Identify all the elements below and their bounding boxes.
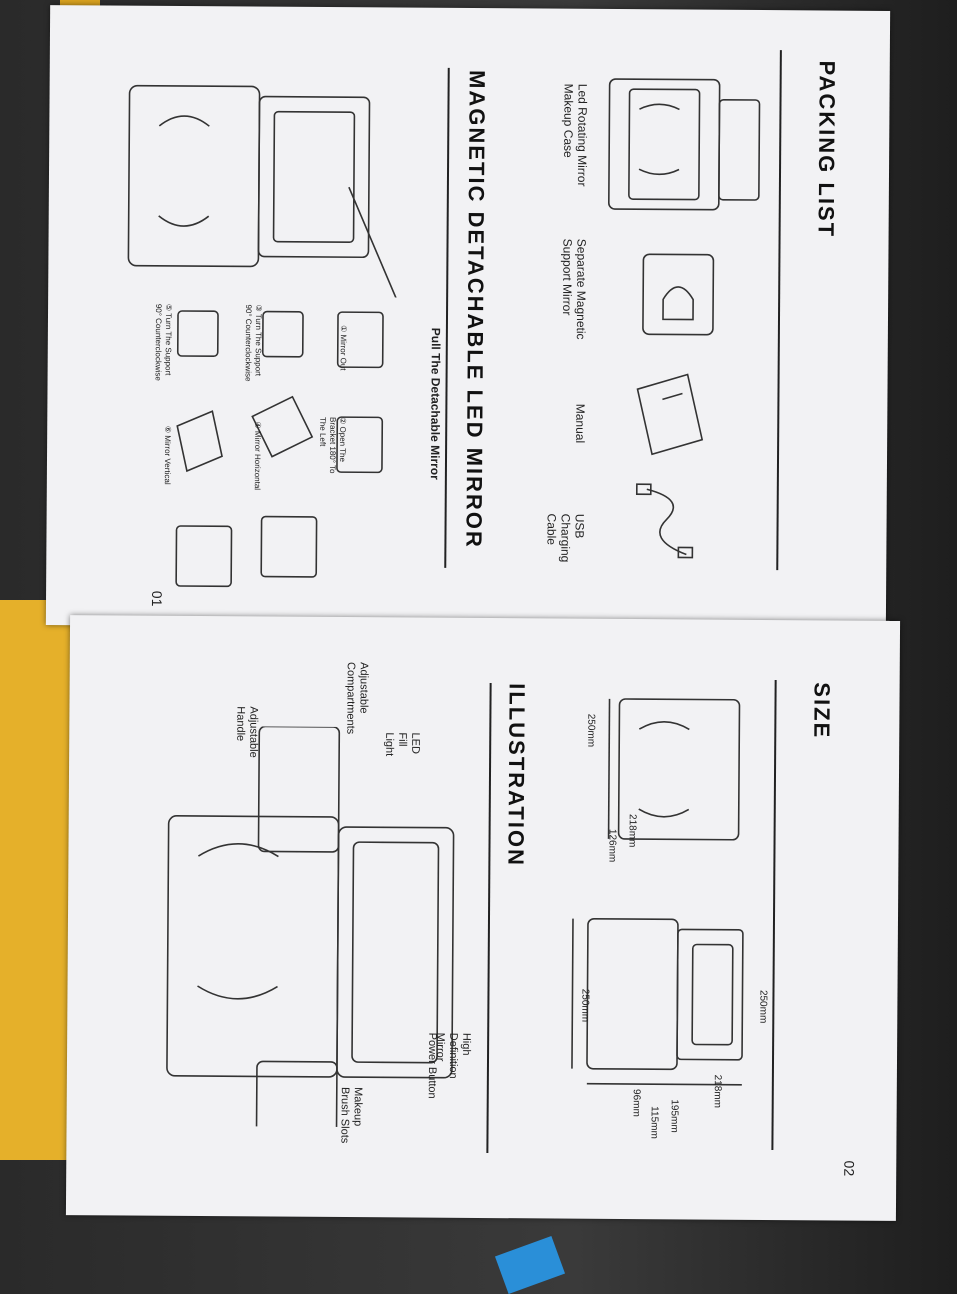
open-d1: 195mm	[668, 1099, 680, 1133]
step-5: ⑤ Turn The Support 90° Counterclockwise	[153, 303, 174, 381]
packing-list-rule	[776, 50, 782, 571]
illustration-case-diagram	[166, 725, 455, 1129]
detachable-rule	[444, 67, 450, 568]
blue-object	[494, 1235, 566, 1294]
callout-led-fill-light: LED Fill Light	[383, 732, 422, 757]
callout-compartments: Adjustable Compartments	[344, 662, 370, 735]
step-4: ④ Mirror Horizontal	[252, 421, 263, 491]
pull-mirror-title: Pull The Detachable Mirror	[427, 327, 443, 480]
packing-list-title: PACKING LIST	[813, 60, 840, 239]
open-side: 218mm	[711, 1074, 723, 1109]
packing-item-support-mirror: Separate Magnetic Support Mirror	[560, 238, 589, 340]
open-top: 250mm	[757, 989, 769, 1024]
callout-hd-mirror: High Definition Mirror	[433, 1032, 473, 1079]
size-title: SIZE	[809, 682, 835, 740]
usb-cable-illustration	[635, 483, 694, 559]
open-bottom: 250mm	[579, 988, 591, 1023]
page-number-1: 01	[148, 590, 166, 607]
closed-width: 250mm	[585, 713, 597, 748]
closed-height: 126mm	[606, 828, 618, 863]
size-rule	[771, 680, 777, 1151]
packing-item-usb-cable: USB Charging Cable	[544, 513, 587, 563]
page-number-2: 02	[841, 1160, 858, 1177]
step-6: ⑥ Mirror Vertical	[162, 425, 173, 485]
open-case-illustration	[127, 84, 414, 298]
step-3: ③ Turn The Support 90° Counterclockwise	[243, 304, 264, 382]
illustration-title: ILLUSTRATION	[503, 683, 530, 868]
closed-case-dimension-diagram	[607, 698, 741, 841]
packing-item-case: Led Rotating Mirror Makeup Case	[561, 83, 590, 187]
detachable-mirror-title: MAGNETIC DETACHABLE LED MIRROR	[461, 69, 490, 549]
packing-item-manual: Manual	[573, 403, 588, 444]
callout-power-button: Power Button	[425, 1032, 439, 1099]
manual-illustration	[636, 373, 704, 456]
makeup-case-illustration	[608, 78, 761, 211]
callout-handle: Adjustable Handle	[234, 706, 260, 758]
support-mirror-illustration	[642, 253, 715, 336]
manual-page-1: PACKING LIST Led Rotating Mirror Makeup …	[45, 5, 891, 631]
manual-page-2: SIZE 250mm 126mm 218mm 250mm 218mm 195mm…	[65, 615, 901, 1221]
open-d2: 115mm	[648, 1106, 660, 1139]
manual-booklet: PACKING LIST Led Rotating Mirror Makeup …	[38, 0, 901, 1221]
steps-illustrations	[175, 310, 384, 588]
callout-brush-slots: Makeup Brush Slots	[338, 1086, 364, 1144]
open-case-dimension-diagram	[571, 917, 744, 1086]
open-d3: 96mm	[630, 1089, 642, 1117]
closed-depth: 218mm	[626, 814, 638, 848]
step-2: ② Open The Bracket 180° To The Left	[318, 416, 348, 474]
step-1: ① Mirror Out	[338, 325, 348, 371]
